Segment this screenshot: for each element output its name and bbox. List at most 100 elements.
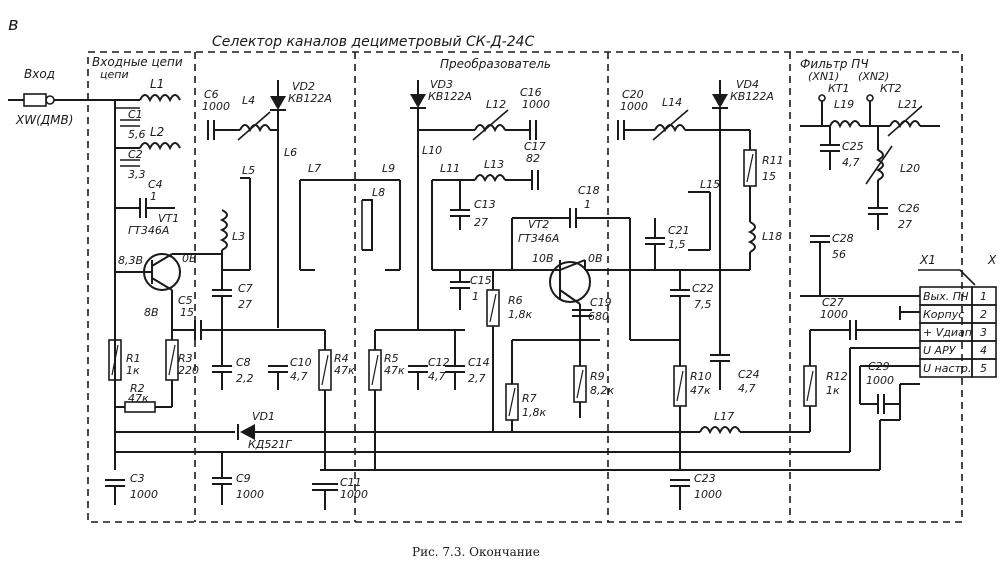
svg-text:L10: L10 — [422, 144, 442, 157]
svg-text:VD1: VD1 — [252, 410, 275, 423]
svg-text:C26: C26 — [898, 202, 920, 215]
svg-text:X: X — [987, 253, 997, 267]
svg-text:L6: L6 — [284, 146, 297, 159]
svg-text:8,3В: 8,3В — [118, 254, 143, 267]
svg-text:56: 56 — [832, 248, 846, 261]
pin-3-name: + Vдиап — [923, 326, 972, 339]
connector-x1-label: X1 — [919, 253, 936, 267]
svg-text:0В: 0В — [588, 252, 603, 265]
svg-text:C8: C8 — [236, 356, 251, 369]
svg-text:C22: C22 — [692, 282, 714, 295]
svg-text:C9: C9 — [236, 472, 251, 485]
section-if-filter-title: Фильтр ПЧ — [800, 57, 869, 71]
svg-text:47к: 47к — [690, 384, 711, 397]
svg-text:L20: L20 — [900, 162, 920, 175]
svg-text:R5: R5 — [384, 352, 399, 365]
svg-text:3,3: 3,3 — [128, 168, 146, 181]
pin-4-name: U АРУ — [923, 344, 957, 357]
figure-letter: в — [8, 14, 19, 35]
svg-text:VD3: VD3 — [430, 78, 453, 91]
svg-text:VT2: VT2 — [528, 218, 549, 231]
svg-text:1: 1 — [584, 198, 591, 211]
svg-text:R12: R12 — [826, 370, 848, 383]
svg-text:C27: C27 — [822, 296, 844, 309]
svg-text:4,7: 4,7 — [738, 382, 756, 395]
svg-text:КТ2: КТ2 — [880, 82, 902, 95]
pin-5-num: 5 — [980, 362, 987, 375]
svg-text:8В: 8В — [144, 306, 159, 319]
svg-text:15: 15 — [762, 170, 776, 183]
input-connector-label: XW(ДМВ) — [15, 113, 73, 127]
svg-text:47к: 47к — [128, 392, 149, 405]
svg-text:C11: C11 — [340, 476, 362, 489]
svg-text:27: 27 — [238, 298, 252, 311]
svg-text:VD4: VD4 — [736, 78, 759, 91]
svg-text:L8: L8 — [372, 186, 385, 199]
svg-text:C14: C14 — [468, 356, 490, 369]
svg-text:C20: C20 — [622, 88, 644, 101]
svg-text:цепи: цепи — [100, 68, 129, 81]
connector-x1: X1 X Вых. ПЧ 1 Корпус 2 + Vдиап 3 U АРУ … — [918, 253, 997, 378]
svg-text:1000: 1000 — [820, 308, 848, 321]
svg-text:C3: C3 — [130, 472, 145, 485]
svg-text:C10: C10 — [290, 356, 312, 369]
svg-text:2,2: 2,2 — [236, 372, 254, 385]
svg-text:R9: R9 — [590, 370, 605, 383]
svg-text:L14: L14 — [662, 96, 682, 109]
svg-text:4,7: 4,7 — [290, 370, 308, 383]
svg-text:1к: 1к — [826, 384, 840, 397]
svg-text:1000: 1000 — [620, 100, 648, 113]
svg-text:VD2: VD2 — [292, 80, 315, 93]
svg-text:L7: L7 — [308, 162, 321, 175]
svg-text:5,6: 5,6 — [128, 128, 146, 141]
svg-text:R7: R7 — [522, 392, 537, 405]
vd1-line: VD1 КД521Г — [115, 410, 880, 471]
input-connector: Вход XW(ДМВ) — [8, 67, 115, 127]
svg-text:КВ122А: КВ122А — [288, 92, 332, 105]
svg-text:10В: 10В — [532, 252, 554, 265]
svg-text:1,8к: 1,8к — [522, 406, 546, 419]
svg-text:C4: C4 — [148, 178, 163, 191]
svg-text:C5: C5 — [178, 294, 193, 307]
svg-text:47к: 47к — [384, 364, 405, 377]
svg-text:C6: C6 — [204, 88, 219, 101]
svg-text:C19: C19 — [590, 296, 612, 309]
svg-text:4,7: 4,7 — [428, 370, 446, 383]
input-circuits: L1 C1 5,6 L2 C2 3,3 C4 1 VT1 ГТ346А 8,3В — [105, 77, 215, 505]
svg-text:КВ122А: КВ122А — [730, 90, 774, 103]
svg-text:(XN1): (XN1) — [808, 70, 839, 83]
svg-text:C1: C1 — [128, 108, 143, 121]
input-label: Вход — [24, 67, 55, 81]
pin-1-num: 1 — [980, 290, 987, 303]
svg-text:1: 1 — [472, 290, 479, 303]
svg-text:C24: C24 — [738, 368, 760, 381]
svg-text:R4: R4 — [334, 352, 349, 365]
svg-text:L4: L4 — [242, 94, 255, 107]
svg-text:C18: C18 — [578, 184, 600, 197]
section-converter-title: Преобразователь — [440, 57, 551, 71]
preselector: C6 1000 L4 VD2 КВ122А L6 L5 L3 C7 27 — [201, 80, 401, 510]
svg-text:1000: 1000 — [202, 100, 230, 113]
svg-text:82: 82 — [526, 152, 540, 165]
svg-text:0В: 0В — [182, 252, 197, 265]
svg-text:1,8к: 1,8к — [508, 308, 532, 321]
svg-text:1000: 1000 — [694, 488, 722, 501]
svg-text:L19: L19 — [834, 98, 854, 111]
svg-text:8,2к: 8,2к — [590, 384, 614, 397]
svg-text:L17: L17 — [714, 410, 734, 423]
svg-text:4,7: 4,7 — [842, 156, 860, 169]
svg-text:R2: R2 — [130, 382, 145, 395]
svg-text:КВ122А: КВ122А — [428, 90, 472, 103]
svg-text:L18: L18 — [762, 230, 782, 243]
svg-text:L15: L15 — [700, 178, 720, 191]
svg-text:C13: C13 — [474, 198, 496, 211]
svg-text:R11: R11 — [762, 154, 784, 167]
svg-text:L9: L9 — [382, 162, 395, 175]
svg-text:1000: 1000 — [522, 98, 550, 111]
svg-text:ГТ346А: ГТ346А — [518, 232, 559, 245]
svg-text:C21: C21 — [668, 224, 690, 237]
pin-2-name: Корпус — [923, 308, 964, 321]
svg-text:C2: C2 — [128, 148, 143, 161]
svg-text:C28: C28 — [832, 232, 854, 245]
svg-text:2,7: 2,7 — [468, 372, 486, 385]
